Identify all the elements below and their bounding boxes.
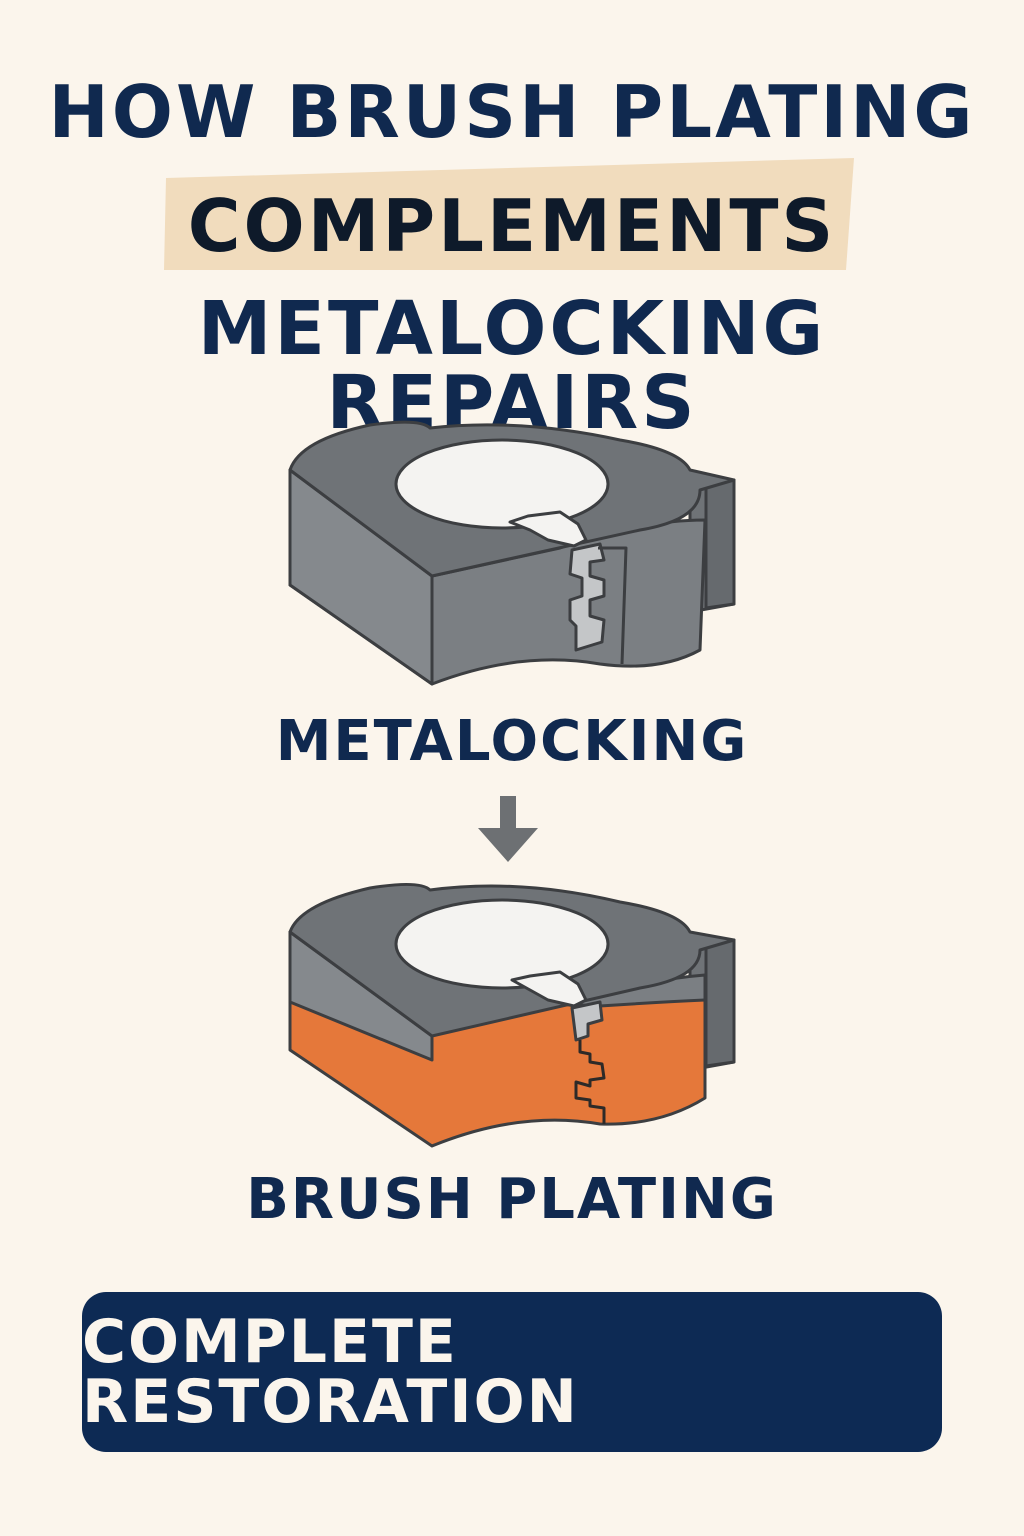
complete-restoration-banner: COMPLETE RESTORATION [82,1292,942,1452]
title-highlight-band [164,158,854,270]
metalocked-part-icon [288,420,736,686]
brush-plated-part-icon [288,883,736,1148]
complete-restoration-label: COMPLETE RESTORATION [82,1307,579,1437]
down-arrow-icon [478,796,538,862]
page-title-line-1: HOW BRUSH PLATING [48,70,976,154]
step-label-metalocking: METALOCKING [275,709,749,774]
step-label-brush-plating: BRUSH PLATING [246,1167,778,1232]
page-title-line-2: COMPLEMENTS [187,184,837,268]
